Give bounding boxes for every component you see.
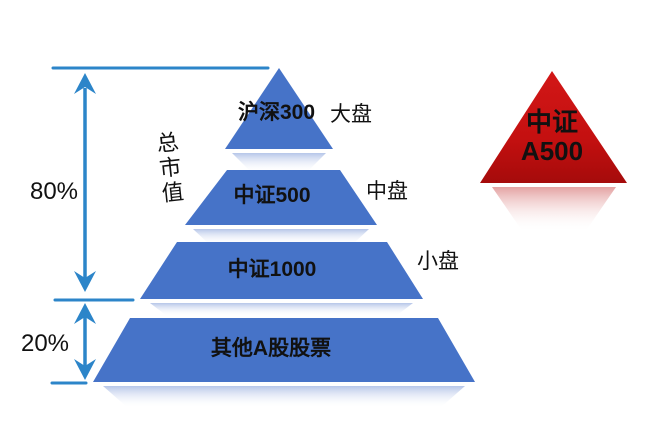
layer-label-other-a-shares: 其他A股股票 (210, 337, 332, 360)
highlight-label-line1: 中证 (525, 107, 578, 137)
market-cap-80-label: 80% (29, 178, 79, 205)
layer-label-hs300: 沪深300 (238, 101, 316, 124)
down-arrowhead-icon (74, 359, 96, 380)
cap-label-small: 小盘 (417, 250, 459, 273)
pyramid-layer-3-shape (140, 242, 423, 299)
pyramid-layer-top-reflection (232, 153, 326, 173)
up-arrowhead-icon (74, 73, 96, 94)
pyramid-layer-2-reflection (193, 229, 369, 245)
pyramid-layer-4-shape (93, 318, 475, 382)
pyramid-layer-top-shape (225, 68, 333, 149)
cap-label-mid: 中盘 (366, 180, 408, 203)
layer-label-csi500: 中证500 (233, 184, 311, 207)
pyramid-layer-4-reflection (103, 386, 465, 408)
pyramid-layer-3-reflection (150, 303, 413, 316)
red-triangle-reflection (492, 187, 616, 232)
red-triangle-shape (480, 71, 627, 183)
down-arrowhead-icon (74, 271, 96, 292)
up-arrowhead-icon (74, 303, 96, 324)
cap-label-large: 大盘 (330, 103, 372, 126)
highlight-label-line2: A500 (520, 136, 584, 166)
highlight-label: 中证 A500 (502, 108, 602, 166)
market-cap-20-label: 20% (20, 330, 70, 357)
pyramid-layer-2-shape (185, 170, 377, 225)
layer-label-csi1000: 中证1000 (227, 258, 317, 281)
